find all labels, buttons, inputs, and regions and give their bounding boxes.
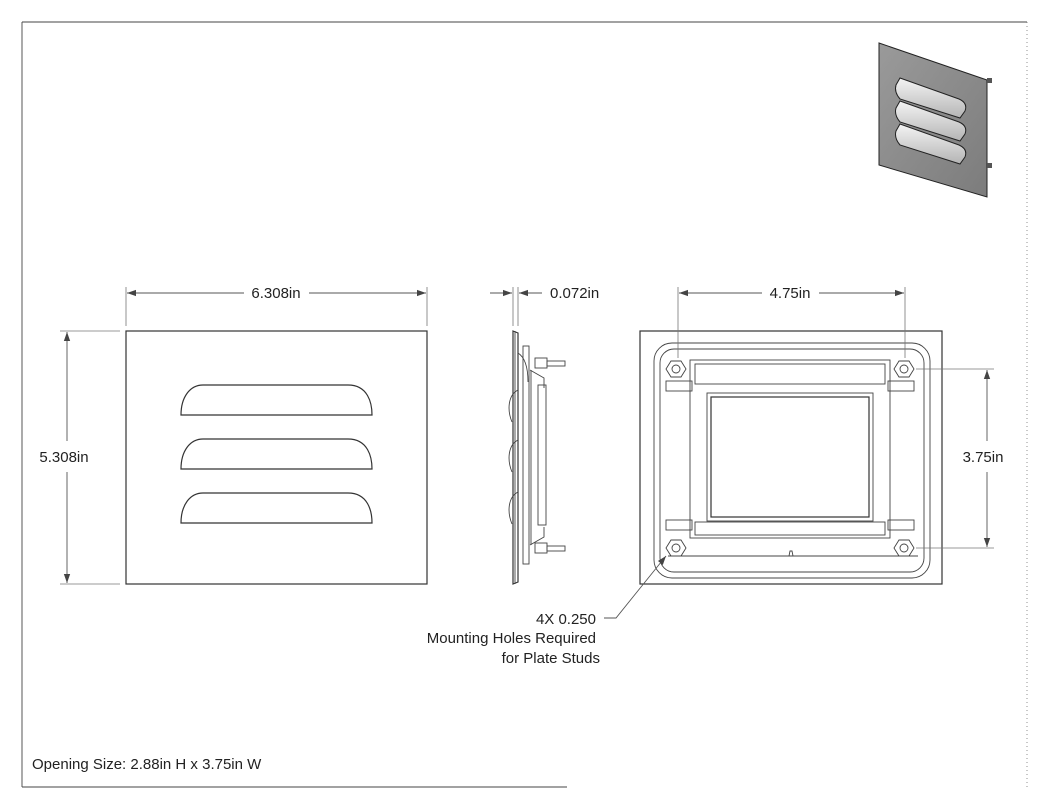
front-view: 6.308in 5.308in <box>39 285 428 585</box>
side-view: 0.072in <box>490 285 599 585</box>
sheet-border <box>21 21 1028 788</box>
callout-line-3: for Plate Studs <box>502 650 600 667</box>
stud-bottom-left <box>665 539 687 557</box>
front-width-label: 6.308in <box>251 285 300 302</box>
isometric-view <box>878 42 992 198</box>
louver-2 <box>180 438 373 470</box>
side-thickness-label: 0.072in <box>550 285 599 302</box>
callout-line-2: Mounting Holes Required <box>427 630 596 647</box>
callout-leader <box>604 555 667 619</box>
mounting-hole-callout: 4X 0.250 Mounting Holes Required for Pla… <box>427 611 600 667</box>
front-height-label: 5.308in <box>39 449 88 466</box>
stud-spacing-height-label: 3.75in <box>963 449 1004 466</box>
louver-3 <box>180 492 373 524</box>
louver-1 <box>180 384 373 416</box>
stud-top-left <box>665 360 687 378</box>
stud-bottom-right <box>893 539 915 557</box>
front-plate-outline <box>125 330 428 585</box>
stud-spacing-width-label: 4.75in <box>770 285 811 302</box>
rear-plate-outline <box>639 330 943 585</box>
opening-window <box>710 396 870 518</box>
rear-view: 4.75in 3.75in <box>604 285 1004 619</box>
opening-size-note: Opening Size: 2.88in H x 3.75in W <box>32 756 262 773</box>
callout-line-1: 4X 0.250 <box>536 611 596 628</box>
stud-top-right <box>893 360 915 378</box>
